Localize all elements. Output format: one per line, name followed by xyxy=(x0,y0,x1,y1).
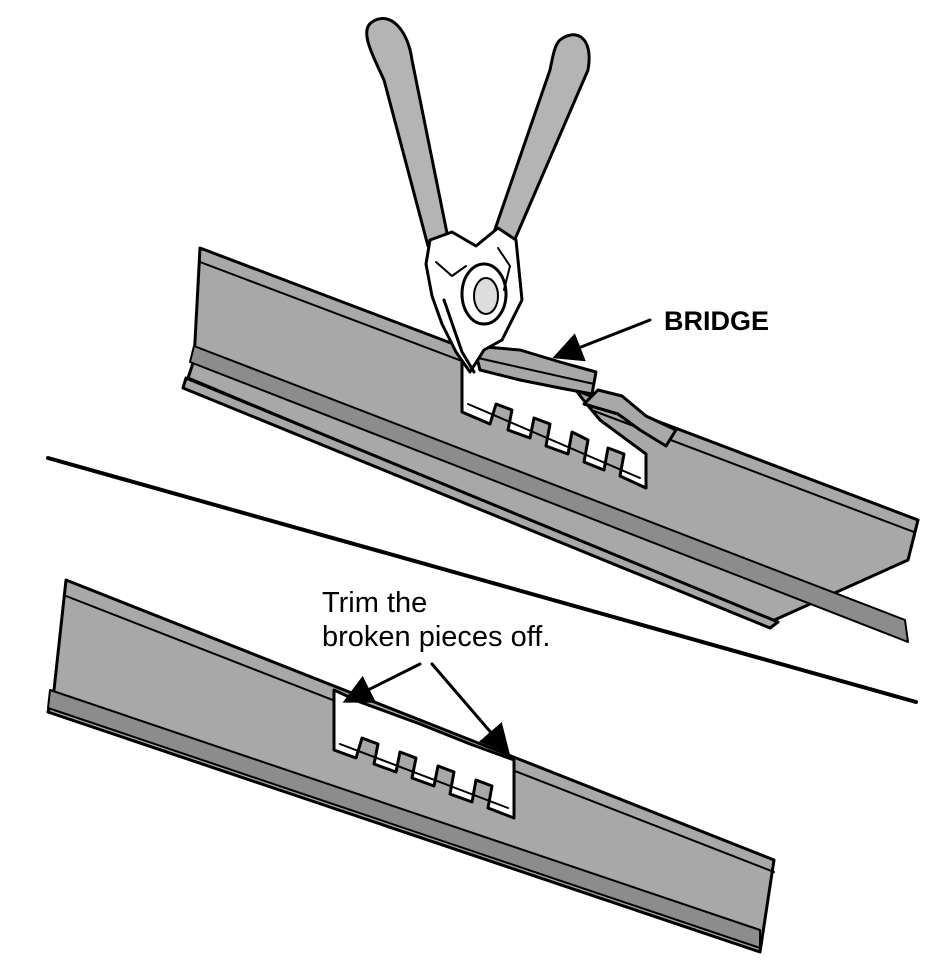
trim-label-line1: Trim the xyxy=(322,587,427,619)
top-rail-notch xyxy=(460,350,648,490)
bottom-rail-notch xyxy=(332,688,516,820)
bridge-label: BRIDGE xyxy=(664,306,769,336)
panel-divider xyxy=(46,456,918,704)
bottom-rail xyxy=(46,578,776,954)
bridge-callout: BRIDGE xyxy=(552,306,769,362)
trim-label-line2: broken pieces off. xyxy=(322,621,550,653)
bridge-piece xyxy=(472,344,598,396)
trim-callout: Trim the broken pieces off. xyxy=(322,587,550,755)
broken-stub xyxy=(582,388,678,448)
side-cutting-pliers-icon xyxy=(365,17,591,374)
